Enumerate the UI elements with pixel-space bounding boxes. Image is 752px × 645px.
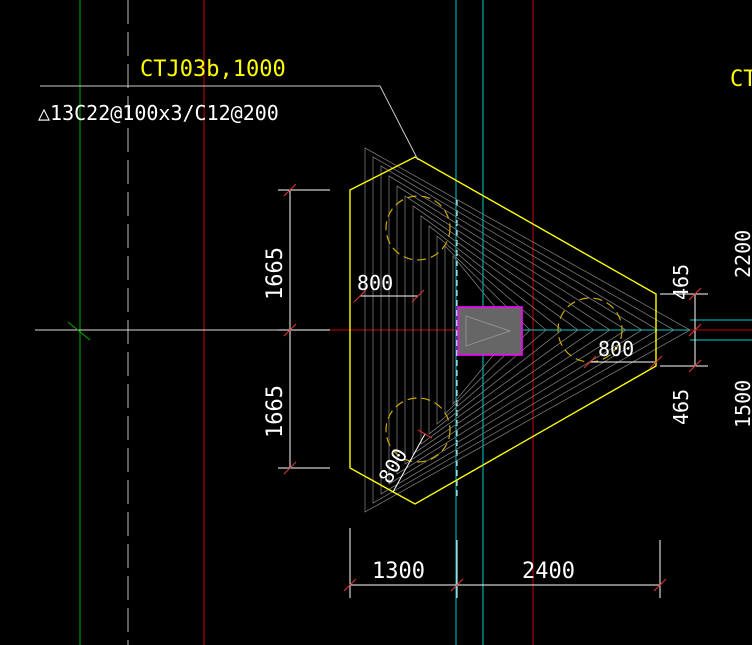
column-rebar-mark [465, 315, 512, 347]
axis-tick-green [67, 321, 91, 341]
column-block [457, 306, 523, 356]
dimension-lines [278, 189, 708, 598]
dim-bottom-left: 1300 [372, 559, 425, 584]
dim-right-edge-top: 2200 [731, 230, 752, 278]
dim-bottom-right: 2400 [522, 559, 575, 584]
cap-title-label: CTJ03b,1000 [140, 57, 286, 82]
rebar-spec-label: △13C22@100x3/C12@200 [38, 101, 279, 125]
dim-tip-top: 465 [669, 264, 693, 300]
dim-bottom-half: 1665 [263, 385, 288, 438]
label-leader-line [40, 85, 419, 161]
dim-pile-left-offset: 800 [357, 271, 393, 295]
dimension-ticks [283, 183, 702, 592]
cap-title-right-label: CT [730, 67, 752, 92]
rebar-hatching [364, 147, 691, 513]
dim-pile-right-offset: 800 [598, 337, 634, 361]
pile-top [385, 195, 451, 261]
pile-cap-outline [349, 156, 657, 505]
dim-tip-bottom: 465 [669, 389, 693, 425]
dim-right-edge-bottom: 1500 [731, 380, 752, 428]
dim-top-half: 1665 [263, 247, 288, 300]
pile-bottom [385, 397, 451, 463]
